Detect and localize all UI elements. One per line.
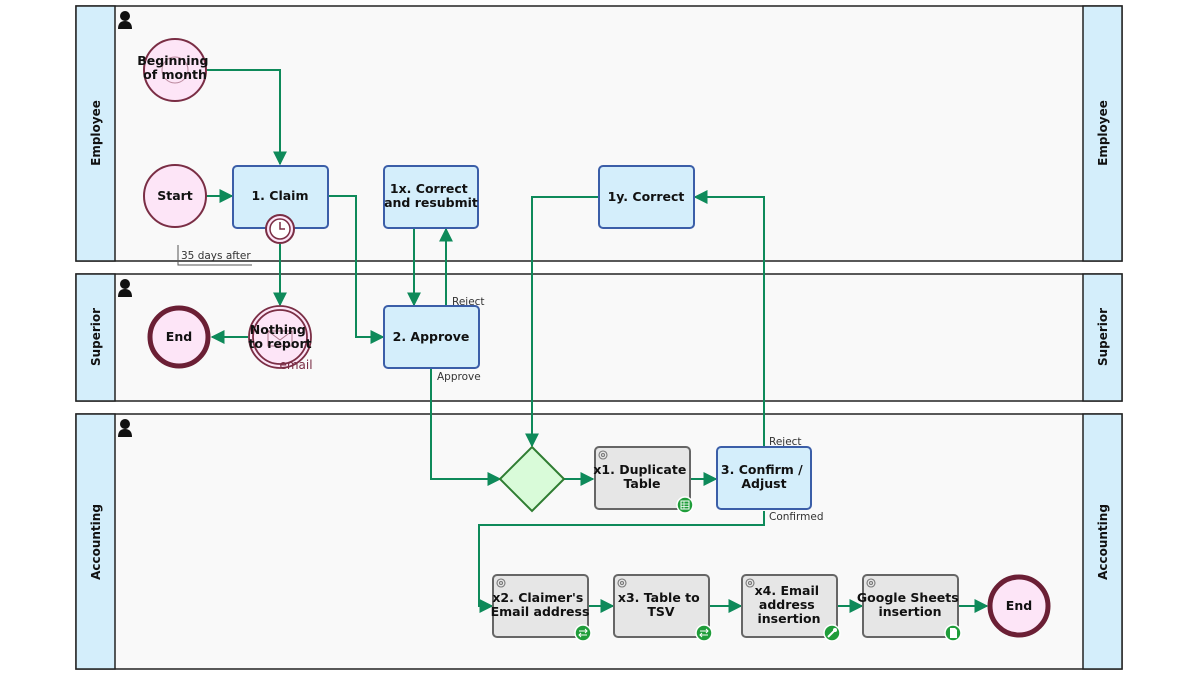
gateway[interactable] [498,445,566,513]
convert-icon[interactable] [695,624,713,642]
cycle-icon [161,56,189,84]
task-approve[interactable]: 2. Approve [383,305,480,369]
gear-icon [496,578,506,588]
task-label: 1y. Correct [608,189,685,204]
event-label: Start [157,188,193,203]
flow-label-reject: Reject [769,436,802,448]
end-event-superior[interactable]: End [147,305,211,369]
nothing-to-report-event[interactable]: Nothing to report email [248,305,313,372]
beginning-of-month-event[interactable]: Beginning of month [137,38,213,102]
flow-label-confirmed: Confirmed [769,511,824,523]
sequence-flows [206,69,989,613]
timer-icon[interactable] [265,214,295,244]
event-label: End [166,329,192,344]
task-email-address-insertion[interactable]: x4. Email address insertion [741,574,841,642]
task-correct[interactable]: 1y. Correct [598,165,695,229]
gear-icon [617,578,627,588]
lane-header-left [75,413,116,670]
lane-header-right [1082,5,1123,262]
task-label: Google Sheets insertion [857,590,963,619]
flow-confirmed[interactable] [478,511,765,613]
lane-header-right [1082,273,1123,402]
task-claimer-email-address[interactable]: x2. Claimer's Email address [491,574,592,642]
lane-header-left [75,5,116,262]
gear-icon [598,450,608,460]
task-claim[interactable]: 1. Claim [232,165,329,244]
event-label: Nothing to report [248,322,311,351]
start-event[interactable]: Start [143,164,207,228]
task-label: x4. Email address insertion [755,583,824,626]
person-icon [118,11,132,29]
gear-icon [866,578,876,588]
envelope-icon [267,330,293,347]
flow-beginning-to-claim[interactable] [206,69,287,166]
lane-title-left: Accounting [89,504,103,580]
lane-title-left: Employee [89,100,103,166]
flow-label-approve: Approve [437,371,481,383]
flow-correct-to-gateway[interactable] [525,196,598,448]
task-label: 1x. Correct and resubmit [384,181,478,210]
task-correct-and-resubmit[interactable]: 1x. Correct and resubmit [383,165,479,229]
lane-header-left [75,273,116,402]
task-confirm-adjust[interactable]: 3. Confirm / Adjust [716,446,812,510]
lane-header-right [1082,413,1123,670]
task-label: 2. Approve [393,329,470,344]
spreadsheet-icon[interactable] [676,496,694,514]
lane-title-right: Accounting [1096,504,1110,580]
task-label: x3. Table to TSV [618,590,704,619]
task-label: 3. Confirm / Adjust [721,462,807,491]
task-label: x2. Claimer's Email address [491,590,590,619]
email-label: email [279,358,312,372]
end-event-accounting[interactable]: End [987,574,1051,638]
wrench-icon[interactable] [823,624,841,642]
timer-note-text: 35 days after [181,250,251,262]
flow-claim-to-approve[interactable] [328,195,385,344]
flow-approve-to-gateway[interactable] [430,369,502,486]
flow-confirm-reject[interactable] [693,190,765,446]
convert-icon[interactable] [574,624,592,642]
task-google-sheets-insertion[interactable]: Google Sheets insertion [857,574,963,642]
lane-title-left: Superior [89,308,103,366]
task-label: 1. Claim [251,188,308,203]
event-label: End [1006,598,1032,613]
task-duplicate-table[interactable]: x1. Duplicate Table [593,446,694,514]
lane-title-right: Employee [1096,100,1110,166]
lane-title-right: Superior [1096,308,1110,366]
person-icon [118,419,132,437]
timer-note: 35 days after [177,245,252,266]
gear-icon [745,578,755,588]
document-icon[interactable] [944,624,962,642]
task-table-to-tsv[interactable]: x3. Table to TSV [613,574,713,642]
event-label: Beginning of month [137,53,213,82]
task-label: x1. Duplicate Table [593,462,690,491]
person-icon [118,279,132,297]
